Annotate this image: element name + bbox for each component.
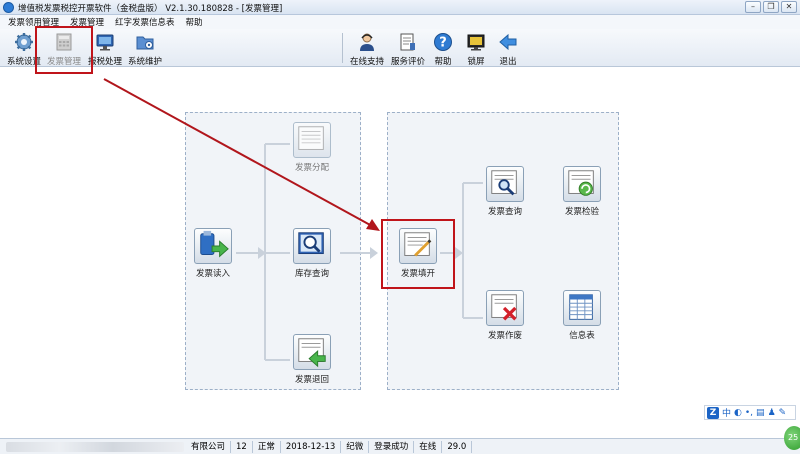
minimize-button[interactable]: –: [745, 1, 761, 13]
rating-icon: [400, 33, 415, 51]
toolbar-label: 服务评价: [390, 57, 425, 67]
notification-badge[interactable]: 25: [784, 426, 800, 450]
exit-arrow-icon: [499, 33, 517, 51]
invoice-fill-issue-tile[interactable]: 发票填开: [395, 228, 441, 279]
online-support-button[interactable]: 在线支持: [348, 29, 386, 67]
toolbar-label: 发票管理: [46, 57, 81, 67]
gear-icon: [15, 33, 33, 51]
status-code: 12: [231, 440, 253, 453]
table-grid-icon: [563, 290, 601, 326]
invoice-query-tile[interactable]: 发票查询: [482, 166, 528, 217]
toolbar: 系统设置 发票管理 报税处理 系统维护: [0, 29, 800, 67]
help-button[interactable]: ? 帮助: [430, 29, 456, 67]
ime-punctuation-icon[interactable]: •,: [744, 407, 754, 418]
menu-bar: 发票领用管理 发票管理 红字发票信息表 帮助: [0, 15, 800, 29]
support-person-icon: [360, 33, 374, 51]
invoice-allocate-icon: [293, 122, 331, 158]
window-controls: – ❐ ✕: [745, 1, 797, 13]
ime-language-toggle[interactable]: 中: [722, 409, 732, 419]
title-bar: 增值税发票税控开票软件（金税盘版） V2.1.30.180828 - [发票管理…: [0, 0, 800, 15]
inventory-search-icon: [293, 228, 331, 264]
app-logo-icon: [3, 2, 14, 13]
ime-keyboard-icon[interactable]: ▤: [756, 407, 765, 418]
invoice-allocate-tile: 发票分配: [289, 122, 335, 173]
status-online: 在线: [414, 440, 443, 453]
status-state: 正常: [253, 440, 281, 453]
ime-settings-icon[interactable]: ✎: [778, 407, 787, 418]
toolbar-separator: [342, 33, 343, 63]
invoice-manage-button[interactable]: 发票管理: [44, 29, 84, 67]
tax-filing-button[interactable]: 报税处理: [86, 29, 124, 67]
status-login: 登录成功: [369, 440, 415, 453]
invoice-edit-pen-icon: [399, 228, 437, 264]
invoice-calculator-icon: [56, 33, 72, 51]
invoice-verify-tile[interactable]: 发票检验: [559, 166, 605, 217]
toolbar-label: 系统设置: [6, 57, 41, 67]
toolbar-label: 帮助: [434, 57, 452, 67]
status-user: 纪微: [341, 440, 370, 453]
toolbar-label: 退出: [499, 57, 517, 67]
status-version: 29.0: [442, 440, 473, 453]
toolbar-label: 锁屏: [467, 57, 485, 67]
status-bar: 有限公司 12 正常 2018-12-13 纪微 登录成功 在线 29.0: [0, 438, 800, 454]
tile-label: 发票退回: [294, 375, 329, 385]
usb-import-icon: [194, 228, 232, 264]
system-settings-button[interactable]: 系统设置: [6, 29, 42, 67]
tile-label: 发票作废: [487, 331, 522, 341]
tile-label: 发票填开: [400, 269, 435, 279]
exit-button[interactable]: 退出: [494, 29, 522, 67]
inventory-query-tile[interactable]: 库存查询: [289, 228, 335, 279]
tile-label: 发票分配: [294, 163, 329, 173]
restore-button[interactable]: ❐: [763, 1, 779, 13]
toolbar-label: 报税处理: [87, 57, 122, 67]
system-maintenance-button[interactable]: 系统维护: [126, 29, 164, 67]
ime-user-icon[interactable]: ♟: [767, 407, 776, 418]
help-icon: ?: [434, 33, 452, 51]
menu-invoice-manage[interactable]: 发票管理: [70, 18, 105, 28]
monitor-icon: [96, 34, 114, 51]
company-name-redacted: [6, 441, 184, 452]
toolbar-label: 系统维护: [127, 57, 162, 67]
tile-label: 发票读入: [195, 269, 230, 279]
menu-help[interactable]: 帮助: [185, 18, 203, 28]
lock-screen-button[interactable]: 锁屏: [462, 29, 490, 67]
fill-issue-highlight-box: [381, 219, 455, 289]
menu-red-invoice-info[interactable]: 红字发票信息表: [115, 18, 175, 28]
toolbar-highlight-box: [35, 26, 93, 74]
ime-toolbar[interactable]: Z 中 ◐ •, ▤ ♟ ✎: [704, 405, 796, 420]
toolbar-label: 在线支持: [349, 57, 384, 67]
tile-label: 信息表: [569, 331, 595, 341]
tile-label: 发票查询: [487, 207, 522, 217]
tile-label: 发票检验: [564, 207, 599, 217]
folder-gear-icon: [136, 36, 154, 50]
close-button[interactable]: ✕: [781, 1, 797, 13]
lock-screen-icon: [467, 34, 485, 51]
invoice-return-tile[interactable]: 发票退回: [289, 334, 335, 385]
status-company: 有限公司: [186, 440, 232, 453]
window-title: 增值税发票税控开票软件（金税盘版） V2.1.30.180828 - [发票管理…: [18, 4, 283, 14]
invoice-read-in-tile[interactable]: 发票读入: [190, 228, 236, 279]
invoice-void-icon: [486, 290, 524, 326]
svg-text:?: ?: [439, 36, 447, 51]
invoice-search-icon: [486, 166, 524, 202]
ime-halfwidth-icon[interactable]: ◐: [734, 407, 742, 418]
tile-label: 库存查询: [294, 269, 329, 279]
invoice-refresh-icon: [563, 166, 601, 202]
service-rating-button[interactable]: 服务评价: [388, 29, 428, 67]
status-date: 2018-12-13: [281, 440, 342, 453]
invoice-return-icon: [293, 334, 331, 370]
invoice-void-tile[interactable]: 发票作废: [482, 290, 528, 341]
ime-logo-icon: Z: [707, 406, 719, 419]
menu-invoice-receive[interactable]: 发票领用管理: [8, 18, 60, 28]
info-table-tile[interactable]: 信息表: [559, 290, 605, 341]
